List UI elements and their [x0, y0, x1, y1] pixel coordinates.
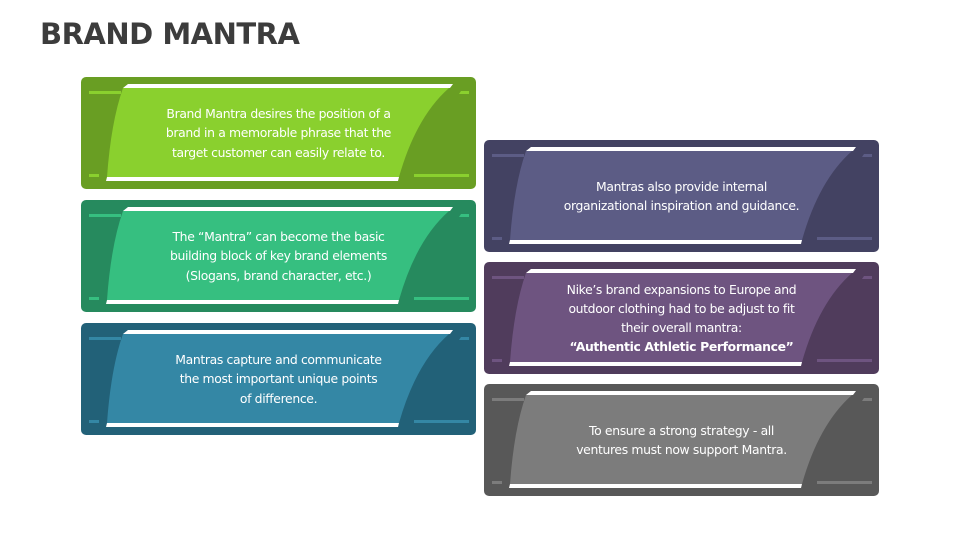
card-text: The “Mantra” can become the basic buildi…: [141, 212, 416, 300]
card-points-of-difference: Mantras capture and communicate the most…: [81, 323, 476, 435]
ribbon-banner-icon: [484, 262, 879, 374]
card-line: (Slogans, brand character, etc.): [185, 267, 372, 283]
slide-title: BRAND MANTRA: [40, 17, 300, 51]
card-text: Mantras also provide internal organizati…: [544, 152, 819, 240]
ribbon-banner-icon: [81, 77, 476, 189]
card-line: Mantras also provide internal: [596, 178, 767, 194]
card-line: Brand Mantra desires the position of a: [166, 106, 391, 122]
ribbon-banner-icon: [484, 384, 879, 496]
card-brand-mantra-definition: Brand Mantra desires the position of a b…: [81, 77, 476, 189]
card-line: ventures must now support Mantra.: [576, 442, 787, 457]
card-text: Brand Mantra desires the position of a b…: [141, 89, 416, 177]
card-strong-strategy: To ensure a strong strategy - all ventur…: [484, 384, 879, 496]
card-line: The “Mantra” can become the basic: [172, 229, 385, 245]
card-line: Mantras capture and communicate: [175, 352, 382, 368]
card-mantra-building-block: The “Mantra” can become the basic buildi…: [81, 200, 476, 312]
card-text: To ensure a strong strategy - all ventur…: [544, 396, 819, 484]
card-line: organizational inspiration and guidance.: [563, 198, 800, 213]
card-line: outdoor clothing had to be adjust to fit: [568, 300, 795, 316]
card-line: building block of key brand elements: [169, 248, 388, 264]
nike-mantra-quote: “Authentic Athletic Performance”: [569, 339, 794, 355]
card-line: Nike’s brand expansions to Europe and: [566, 281, 797, 297]
card-line: their overall mantra:: [621, 320, 742, 335]
card-internal-inspiration: Mantras also provide internal organizati…: [484, 140, 879, 252]
ribbon-banner-icon: [81, 323, 476, 435]
card-line: brand in a memorable phrase that the: [165, 125, 392, 141]
card-line: To ensure a strong strategy - all: [588, 422, 774, 438]
card-line: target customer can easily relate to.: [171, 144, 386, 160]
card-line: of difference.: [239, 390, 318, 406]
ribbon-banner-icon: [81, 200, 476, 312]
card-text: Nike’s brand expansions to Europe and ou…: [544, 274, 819, 362]
card-nike-example: Nike’s brand expansions to Europe and ou…: [484, 262, 879, 374]
card-line: the most important unique points: [179, 371, 378, 387]
card-text: Mantras capture and communicate the most…: [141, 335, 416, 423]
ribbon-banner-icon: [484, 140, 879, 252]
